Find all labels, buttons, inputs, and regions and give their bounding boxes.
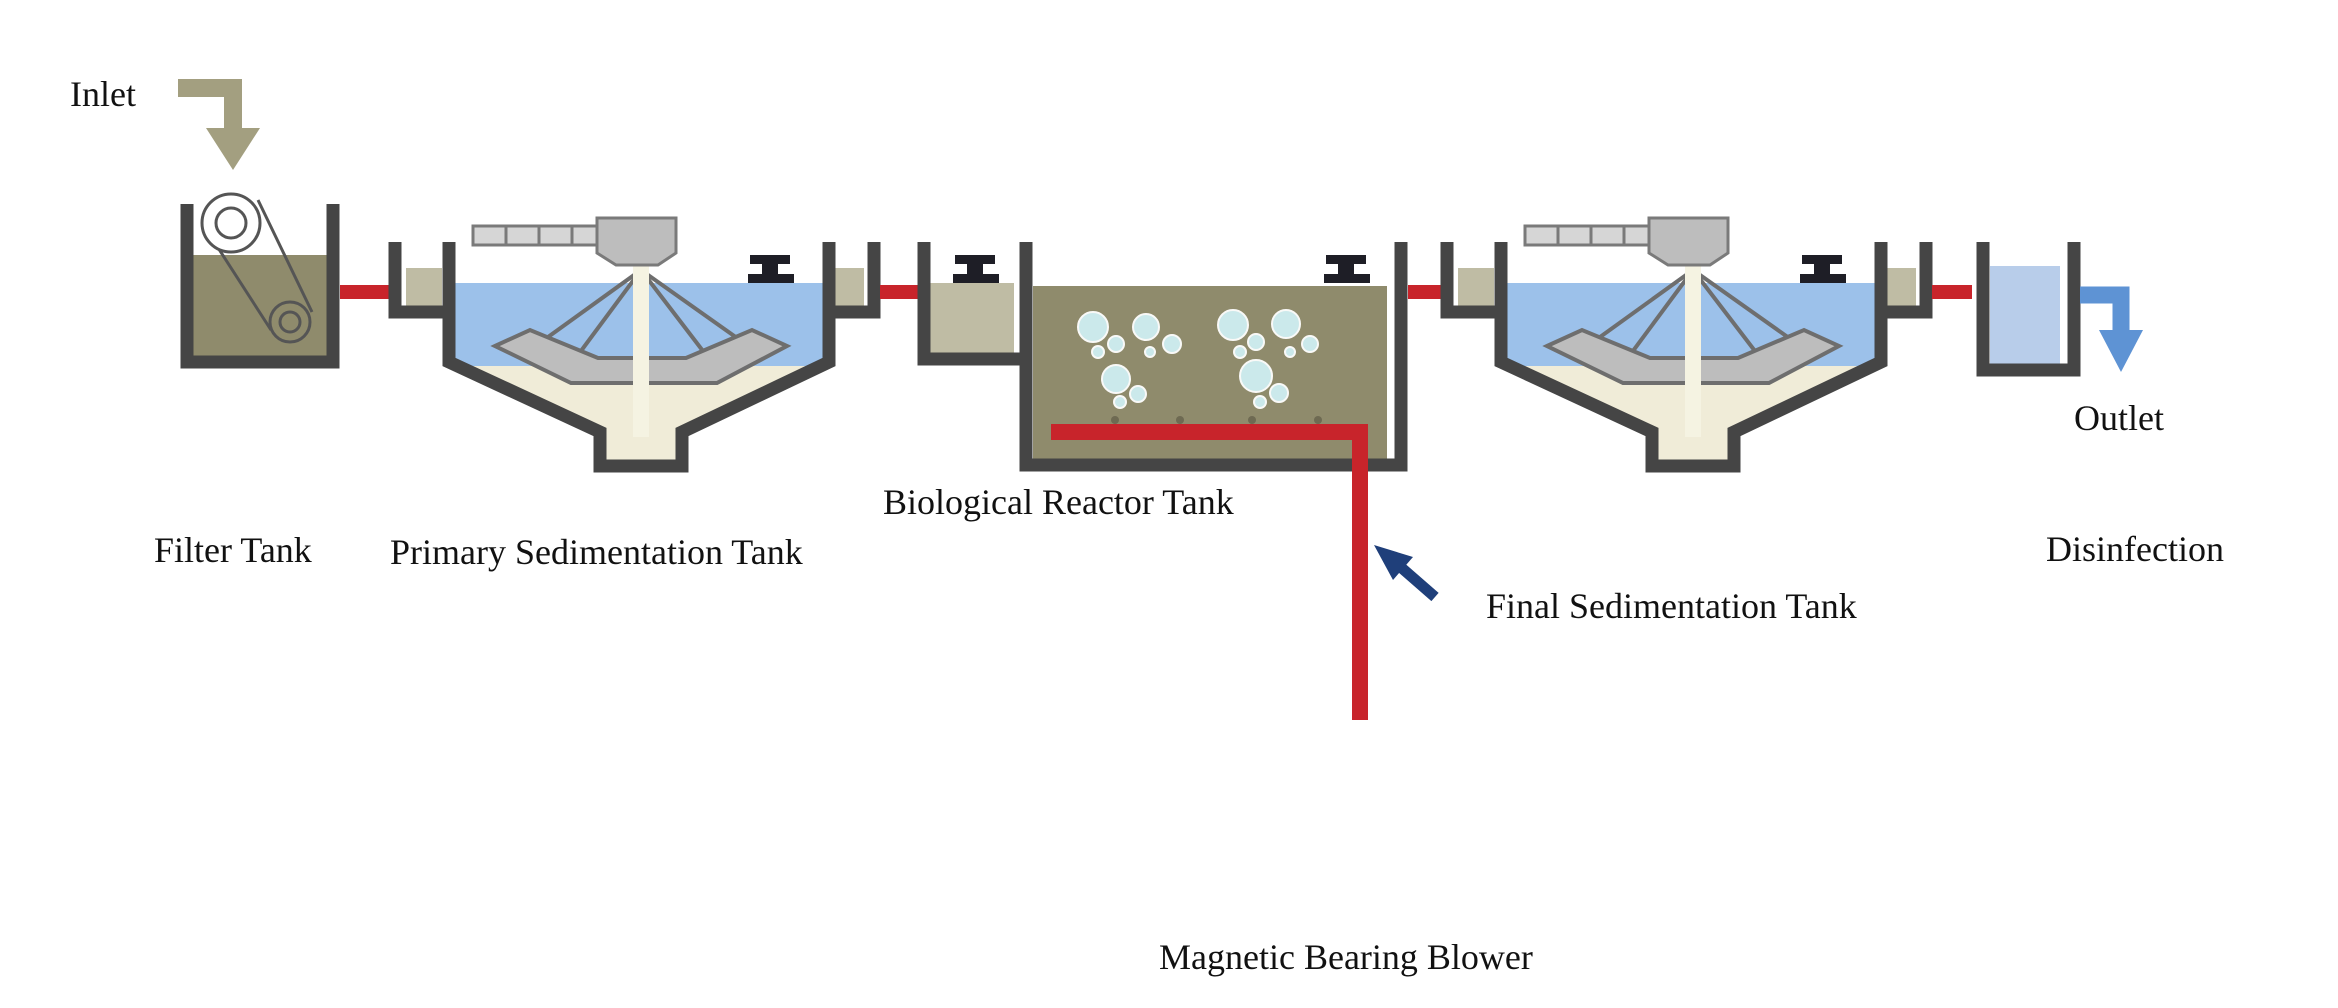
- biological-reactor-tank: [917, 242, 1408, 720]
- disinfection-label: Disinfection: [2046, 529, 2224, 569]
- valve-icon: [1324, 255, 1370, 283]
- air-arrow-icon: [1374, 545, 1439, 602]
- valve-icon: [748, 255, 794, 283]
- disinfection-tank: [1976, 242, 2081, 377]
- valve-icon: [953, 255, 999, 283]
- outlet-arrow-icon: [2080, 286, 2143, 372]
- magnetic-bearing-blower-label: Magnetic Bearing Blower: [1159, 937, 1533, 977]
- final-sedimentation-tank-label: Final Sedimentation Tank: [1486, 586, 1857, 626]
- primary-sedimentation-tank-label: Primary Sedimentation Tank: [390, 532, 803, 572]
- biological-reactor-tank-label: Biological Reactor Tank: [883, 482, 1234, 522]
- inlet-arrow-icon: [178, 79, 260, 170]
- outlet-label: Outlet: [2074, 398, 2164, 438]
- valve-icon: [1800, 255, 1846, 283]
- rotating-scraper: [471, 216, 792, 437]
- rotating-scraper: [1523, 216, 1844, 437]
- final-sedimentation-tank: [1440, 216, 1933, 473]
- primary-sedimentation-tank: [388, 216, 881, 473]
- filter-tank-label: Filter Tank: [154, 530, 312, 570]
- filter-tank: [180, 192, 340, 369]
- air-pipe: [1051, 424, 1368, 720]
- inlet-label: Inlet: [70, 74, 136, 114]
- bar-screen-icon: [200, 192, 314, 344]
- air-bubbles-icon: [1077, 309, 1319, 409]
- diffusers: [1111, 416, 1322, 424]
